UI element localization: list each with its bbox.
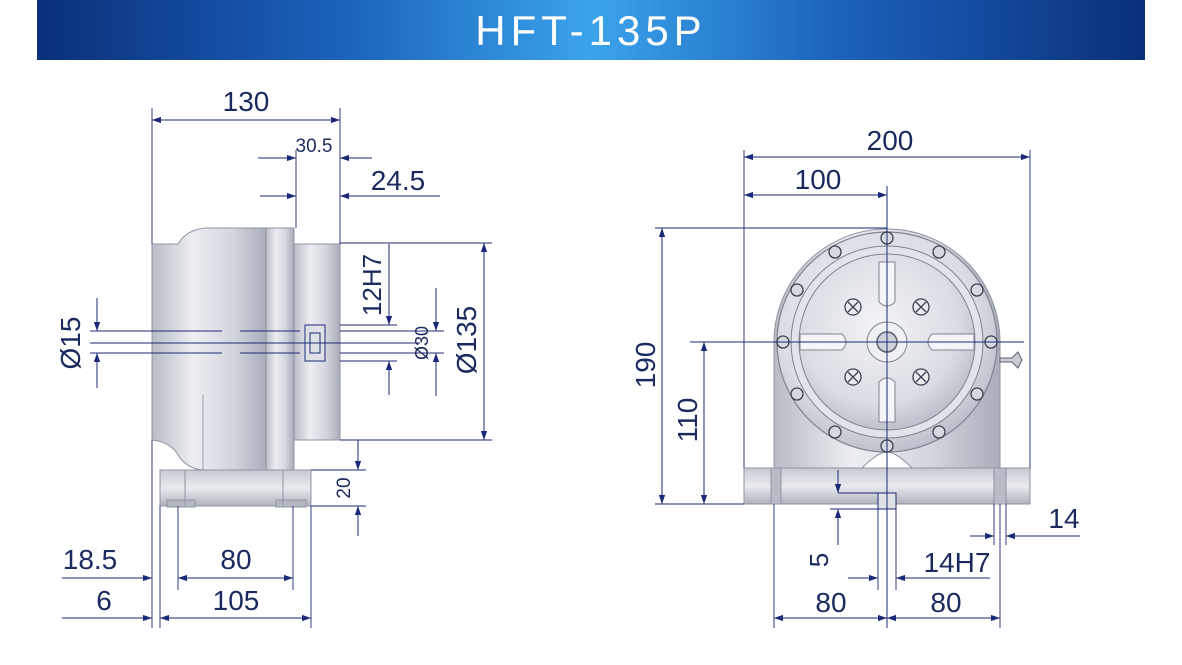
- dim-faceplate-diameter: Ø135: [451, 306, 482, 375]
- product-title: HFT-135P: [475, 7, 707, 54]
- dim-base-thickness: 20: [334, 477, 355, 498]
- dim-slot-right: 80: [930, 587, 961, 618]
- dim-center-height: 110: [672, 398, 703, 443]
- dim-center-diameter: Ø30: [412, 326, 432, 360]
- side-foot-left: [166, 499, 196, 508]
- dim-slot-left: 80: [815, 587, 846, 618]
- side-housing: [151, 227, 269, 471]
- dim-overall-length: 130: [223, 86, 270, 117]
- side-view: 130 30.5 24.5 12H7 Ø15 Ø30 Ø135 20 18.5 …: [55, 86, 492, 628]
- dim-faceplate-step: 30.5: [296, 136, 333, 157]
- dim-overall-height: 190: [630, 342, 661, 389]
- dim-slot-offset: 18.5: [63, 544, 118, 575]
- dim-half-width: 100: [795, 164, 842, 195]
- side-flange: [265, 227, 295, 471]
- grease-fitting: [999, 351, 1023, 369]
- dim-faceplate-thickness: 24.5: [371, 165, 426, 196]
- dim-key-depth: 5: [804, 553, 834, 567]
- dim-base-length: 105: [213, 585, 260, 616]
- title-banner: HFT-135P: [37, 0, 1145, 60]
- dim-edge-offset: 6: [96, 585, 112, 616]
- dim-bore-diameter: Ø15: [55, 317, 86, 370]
- side-foot-right: [275, 499, 307, 508]
- dim-key-width: 12H7: [357, 254, 387, 316]
- dim-slot-width: 14: [1048, 503, 1079, 534]
- front-view: 200 100 190 110 14 5 14H7 80 80: [630, 125, 1080, 628]
- dim-overall-width: 200: [867, 125, 914, 156]
- dim-key-width: 14H7: [924, 547, 991, 578]
- dim-slot-spacing: 80: [220, 544, 251, 575]
